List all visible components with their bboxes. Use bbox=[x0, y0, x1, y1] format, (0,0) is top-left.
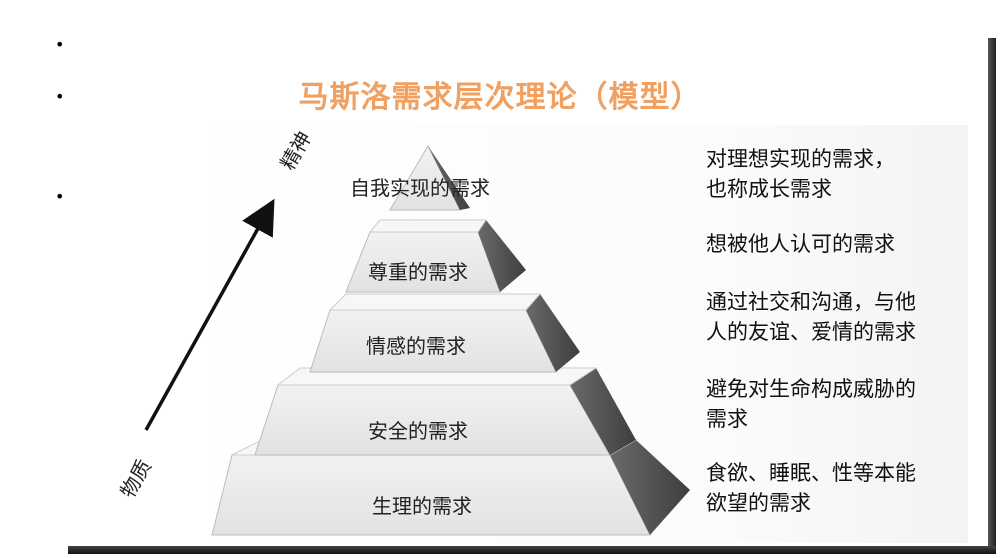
pyramid-level-self-actualization bbox=[389, 144, 470, 211]
level-label-love: 情感的需求 bbox=[366, 334, 466, 358]
level-label-safety: 安全的需求 bbox=[368, 419, 468, 443]
desc-safety: 避免对生命构成威胁的 需求 bbox=[706, 377, 916, 431]
desc-love: 通过社交和沟通，与他 人的友谊、爱情的需求 bbox=[706, 290, 916, 344]
progression-arrow bbox=[144, 198, 275, 431]
level-label-esteem: 尊重的需求 bbox=[368, 260, 468, 284]
bullet-3: • bbox=[55, 187, 65, 206]
diagram-title: 马斯洛需求层次理论（模型） bbox=[298, 80, 702, 115]
bullet-1: • bbox=[55, 35, 65, 54]
desc-esteem: 想被他人认可的需求 bbox=[706, 232, 895, 256]
desc-self-actualization: 对理想实现的需求， 也称成长需求 bbox=[706, 147, 895, 201]
bullet-2: • bbox=[55, 87, 65, 106]
slide-shadow-bottom bbox=[68, 546, 996, 554]
desc-physiological: 食欲、睡眠、性等本能 欲望的需求 bbox=[706, 461, 916, 515]
pyramid-level-love bbox=[309, 293, 580, 373]
level-label-physiological: 生理的需求 bbox=[372, 494, 472, 518]
pyramid-level-esteem bbox=[345, 219, 526, 293]
level-label-self-actualization: 自我实现的需求 bbox=[350, 176, 490, 200]
slide-shadow-right bbox=[988, 38, 996, 552]
